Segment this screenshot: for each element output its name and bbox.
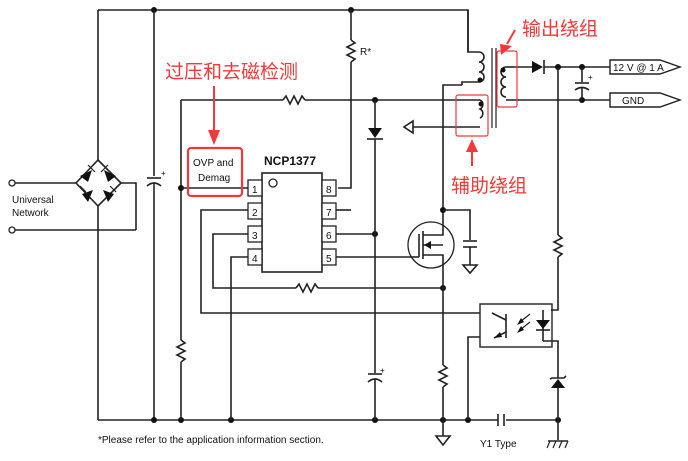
r-star-label: R* <box>360 47 371 58</box>
annotation-output-winding: 输出绕组 <box>496 18 598 108</box>
annotation-output-winding-text: 输出绕组 <box>522 18 598 40</box>
bridge-rectifier <box>74 158 137 420</box>
annotation-ovp-demag: 过压和去磁检测 OVP and Demag <box>165 61 298 198</box>
pin-4: 4 <box>252 254 258 265</box>
arrow-icon <box>500 44 512 55</box>
pin-8: 8 <box>326 185 332 196</box>
transformer <box>402 10 610 135</box>
vcc-diode-capacitor: + <box>367 100 385 420</box>
ic-ncp1377: NCP1377 1 2 3 4 8 7 6 5 <box>247 154 337 273</box>
svg-text:+: + <box>588 73 593 82</box>
output-section: + 12 V @ 1 A GND <box>532 59 683 311</box>
arrow-down-icon <box>208 130 220 145</box>
ic-name: NCP1377 <box>264 154 316 168</box>
bulk-capacitor: + <box>146 10 166 420</box>
pin1-sense-network <box>175 94 443 420</box>
arrow-up-icon <box>466 139 478 152</box>
input-label-line2: Network <box>12 208 50 219</box>
pin-3: 3 <box>252 231 258 242</box>
annotation-aux-winding: 辅助绕组 <box>451 94 527 197</box>
ovp-label-line1: OVP and <box>193 158 233 169</box>
annotation-aux-winding-text: 辅助绕组 <box>451 175 527 197</box>
ic-pin-wiring <box>200 209 480 420</box>
footnote: *Please refer to the application informa… <box>98 435 324 446</box>
svg-text:+: + <box>380 366 385 375</box>
mosfet <box>407 84 479 447</box>
optocoupler <box>467 303 567 420</box>
annotation-ovp-demag-text: 过压和去磁检测 <box>165 61 298 83</box>
input-terminals: Universal Network <box>8 179 136 234</box>
bottom-rail <box>98 417 561 423</box>
output-12v-label: 12 V @ 1 A <box>613 63 664 74</box>
pin-2: 2 <box>252 208 258 219</box>
y1-label: Y1 Type <box>480 439 517 450</box>
r-star-resistor: R* <box>338 10 371 189</box>
y1-capacitor: Y1 Type <box>480 414 569 450</box>
ovp-label-line2: Demag <box>198 173 230 184</box>
input-label-line1: Universal <box>12 195 54 206</box>
pin-5: 5 <box>326 254 332 265</box>
pin-1: 1 <box>252 185 258 196</box>
pin-6: 6 <box>326 231 332 242</box>
pin-7: 7 <box>326 208 332 219</box>
svg-text:+: + <box>161 169 166 178</box>
output-gnd-label: GND <box>622 96 644 107</box>
